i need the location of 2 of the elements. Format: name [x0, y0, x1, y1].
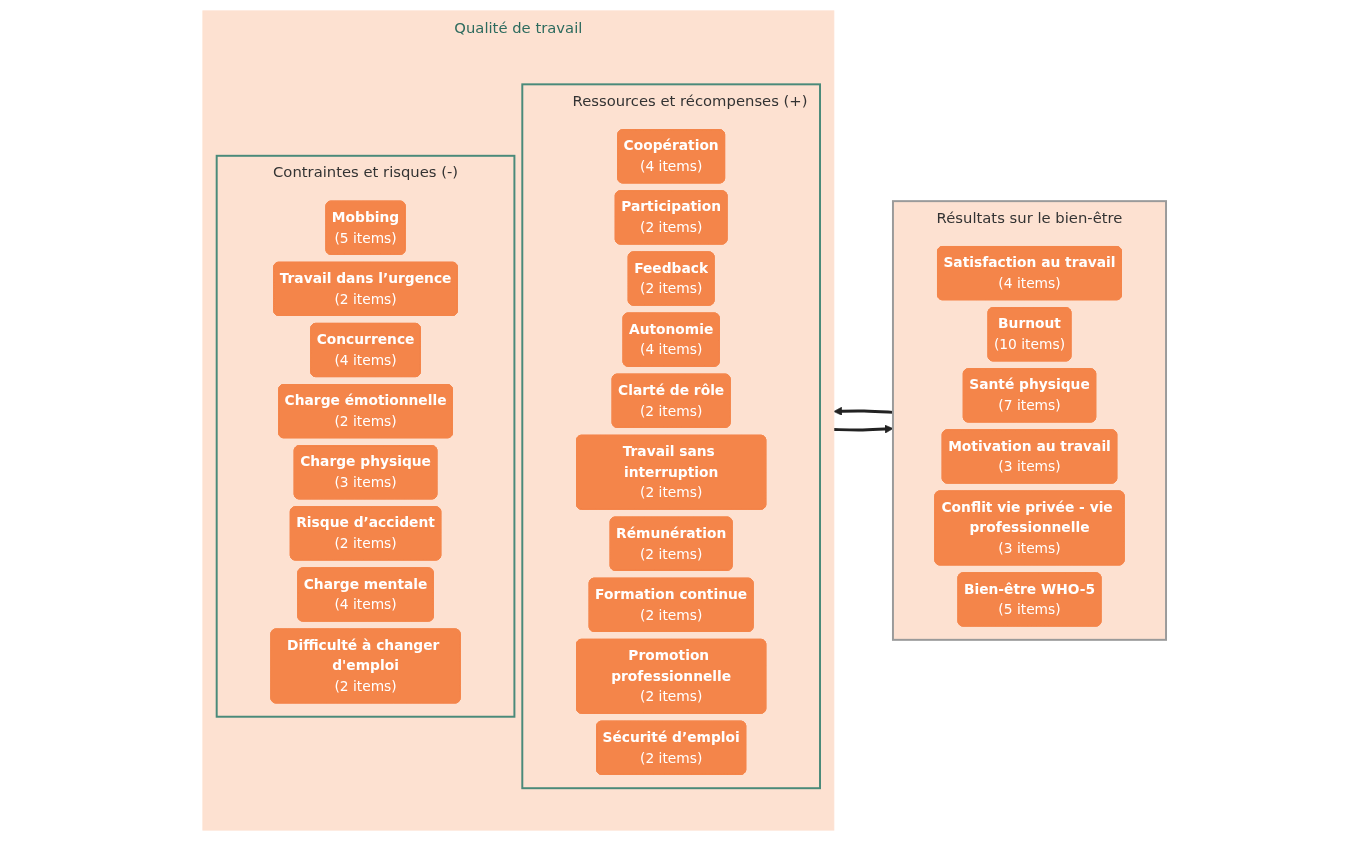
- arrow: [832, 406, 893, 416]
- arrow: [833, 424, 893, 434]
